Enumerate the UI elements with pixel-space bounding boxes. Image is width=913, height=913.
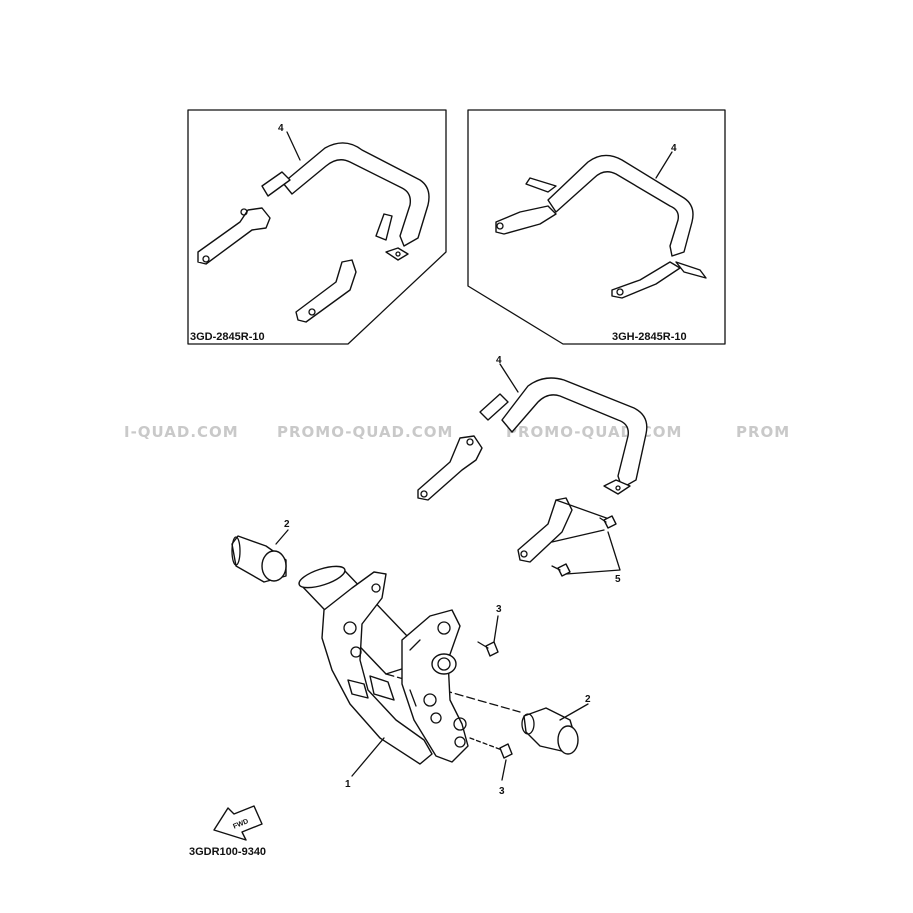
fwd-arrow-icon: FWD (213, 805, 263, 841)
bolt-part-5-b (551, 563, 571, 577)
rear-bracket (298, 565, 521, 765)
callout-bracket: 1 (345, 779, 351, 790)
grab-bar-drawing-3gh (495, 151, 707, 299)
bolt-part-3-lower (469, 737, 513, 781)
watermark-segment: PROMO-QUAD.COM (277, 423, 453, 441)
callout-bolts-grab-bar: 5 (615, 574, 621, 585)
callout-guard: 4 (496, 355, 502, 366)
watermark: I-QUAD.COM PROMO-QUAD.COM PROMO-QUAD.COM… (124, 423, 790, 441)
leader-part-5 (565, 531, 621, 575)
diagram-code: 3GDR100-9340 (189, 846, 266, 858)
grab-bar-drawing-3gd (197, 131, 430, 323)
inset-3gd-part-label: 4 (278, 123, 284, 134)
callout-cap-left: 2 (284, 519, 290, 530)
inset-3gd-code: 3GD-2845R-10 (190, 331, 265, 343)
callout-bolt-lower: 3 (499, 786, 505, 797)
watermark-segment: PROM (736, 423, 790, 441)
watermark-segment: PROMO-QUAD.COM (506, 423, 682, 441)
inset-3gh-part-label: 4 (671, 143, 677, 154)
inset-3gh-code: 3GH-2845R-10 (612, 331, 687, 343)
bolt-part-3-upper (477, 615, 499, 657)
bolt-part-5-a (599, 515, 617, 529)
end-cap-left (231, 529, 289, 583)
grab-bar-main (417, 363, 648, 563)
inset-panel-3gd: 4 3GD-2845R-10 (187, 109, 447, 345)
end-cap-right (521, 703, 589, 755)
leader-part-1 (351, 737, 385, 777)
inset-panel-3gh: 4 3GH-2845R-10 (467, 109, 726, 345)
callout-cap-right: 2 (585, 694, 591, 705)
watermark-segment: I-QUAD.COM (124, 423, 239, 441)
callout-bolt-upper: 3 (496, 604, 502, 615)
